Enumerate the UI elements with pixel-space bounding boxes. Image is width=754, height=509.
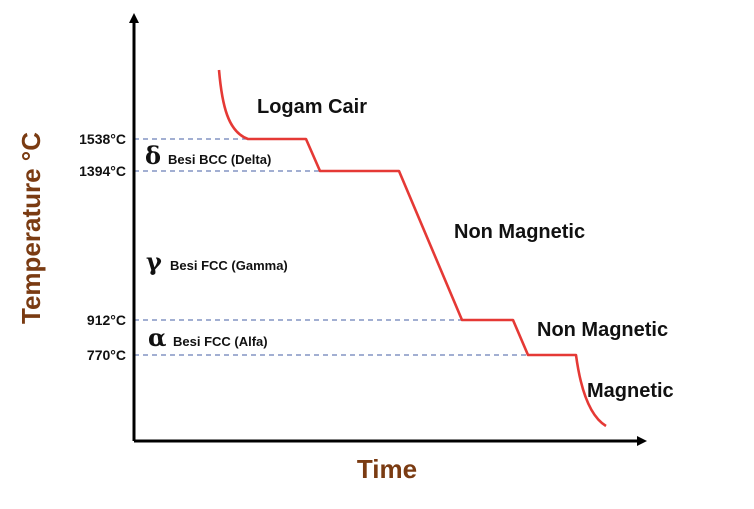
- region-magnetic-label: Magnetic: [587, 380, 674, 402]
- alpha-symbol: α: [148, 323, 166, 352]
- cooling-curve: [217, 69, 607, 428]
- x-axis-title: Time: [357, 454, 417, 484]
- region-nonmagnetic-label-1: Non Magnetic: [454, 221, 585, 243]
- temp-label-912: 912°C: [87, 312, 126, 328]
- gamma-label: Besi FCC (Gamma): [170, 258, 288, 273]
- temp-label-1538: 1538°C: [79, 131, 126, 147]
- y-axis-title: Temperature °C: [16, 132, 46, 324]
- delta-label: Besi BCC (Delta): [168, 152, 271, 167]
- temp-label-1394: 1394°C: [79, 163, 126, 179]
- alpha-label: Besi FCC (Alfa): [173, 334, 268, 349]
- delta-symbol: δ: [145, 141, 161, 170]
- temp-label-770: 770°C: [87, 347, 126, 363]
- region-liquid-label: Logam Cair: [257, 96, 367, 118]
- region-nonmagnetic-label-2: Non Magnetic: [537, 319, 668, 341]
- gamma-symbol: γ: [146, 247, 162, 276]
